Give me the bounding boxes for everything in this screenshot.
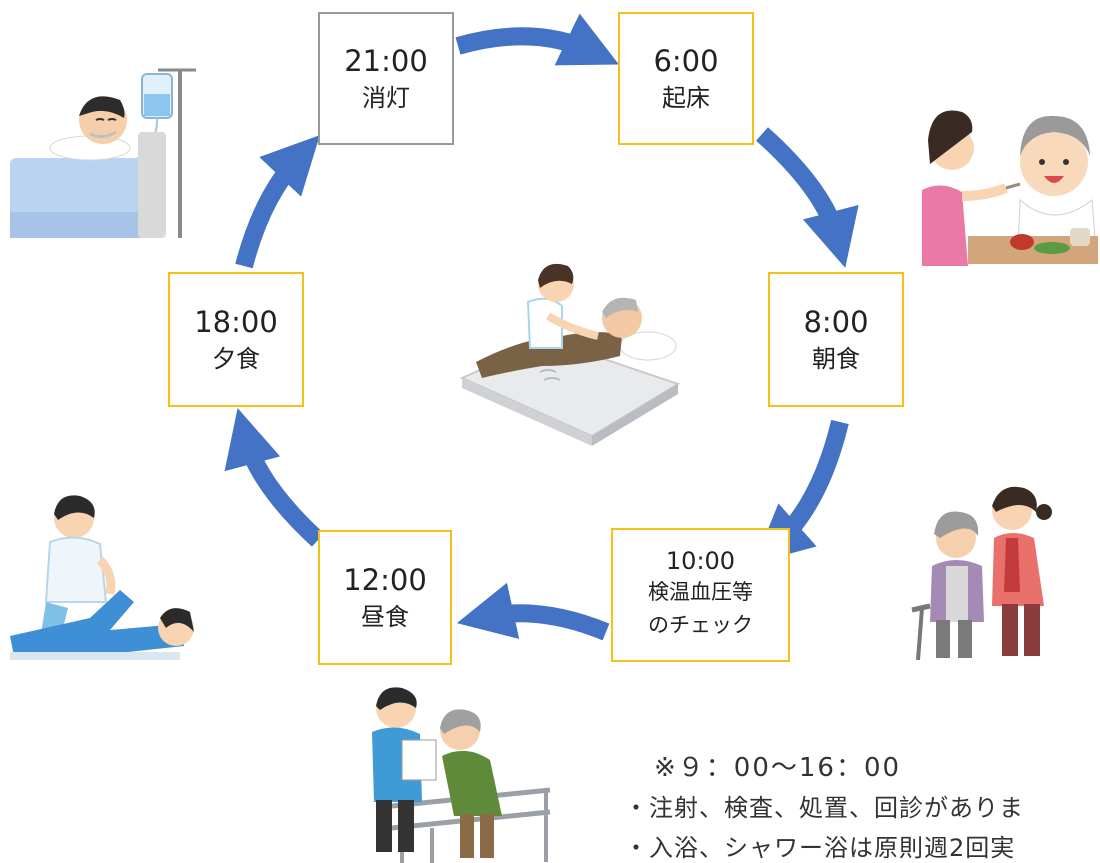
schedule-box-lunch: 12:00 昼食 [318,530,452,665]
schedule-label: 昼食 [361,602,409,631]
schedule-time: 18:00 [194,304,278,339]
arrow-18-to-21 [235,135,320,269]
schedule-label: 朝食 [812,344,860,373]
schedule-label: 夕食 [212,344,260,373]
schedule-time: 21:00 [344,43,428,78]
schedule-box-wake-up: 6:00 起床 [618,12,754,145]
note-heading: ※９：00〜16：00 [654,753,902,783]
arrow-10-to-12 [456,582,610,641]
note-line-bathing: ・入浴、シャワー浴は原則週2回実 [624,834,1016,862]
schedule-note: ※９：00〜16：00 ・注射、検査、処置、回診がありま ・入浴、シャワー浴は原… [624,748,1024,863]
schedule-box-dinner: 18:00 夕食 [168,272,304,407]
rehab-walking-parallel-bars-icon [372,687,551,863]
schedule-box-breakfast: 8:00 朝食 [768,272,904,407]
arrow-6-to-8 [756,127,859,268]
arrow-12-to-18 [224,408,325,547]
therapist-stretching-patient-icon [10,495,194,660]
arrow-21-to-6 [455,13,619,66]
schedule-label: 起床 [662,83,710,112]
schedule-time: 10:00 [665,547,736,575]
patient-with-iv-drip-icon [10,68,196,238]
note-line-injections: ・注射、検査、処置、回診がありま [624,794,1024,822]
nurse-helping-patient-in-bed-icon [459,263,681,446]
schedule-label-line2: のチェック [648,613,753,638]
caregiver-feeding-elderly-icon [922,110,1098,266]
schedule-time: 6:00 [653,43,719,78]
schedule-time: 12:00 [343,562,427,597]
arrow-8-to-10 [754,419,849,564]
schedule-time: 8:00 [803,304,869,339]
schedule-box-lights-out: 21:00 消灯 [318,12,454,145]
caregiver-walking-elderly-icon [911,486,1052,661]
schedule-box-vitals-check: 10:00 検温血圧等 のチェック [611,528,790,662]
schedule-label: 消灯 [362,83,410,112]
schedule-label-line1: 検温血圧等 [648,579,753,604]
